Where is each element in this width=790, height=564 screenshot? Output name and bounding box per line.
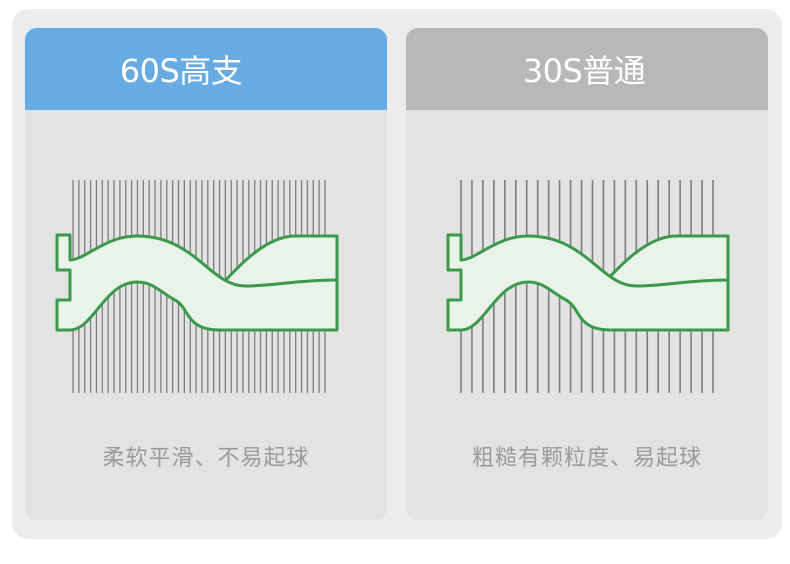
yarn-twist [446,233,730,332]
card-60s-description: 柔软平滑、不易起球 [102,446,310,471]
card-60s: 60S高支 柔软平滑、不易起球 [25,28,387,520]
card-30s-title: 30S普通 [522,52,646,90]
card-30s: 30S普通 粗糙有颗粒度、易起球 [406,28,768,520]
card-30s-description: 粗糙有颗粒度、易起球 [471,446,702,471]
card-60s-title: 60S高支 [119,52,243,90]
coarse-yarn-weave-icon [446,180,730,393]
card-30s-header: 30S普通 [406,28,768,110]
yarn-twist [55,233,339,332]
fine-yarn-weave-icon [55,180,339,393]
card-60s-header: 60S高支 [25,28,387,110]
